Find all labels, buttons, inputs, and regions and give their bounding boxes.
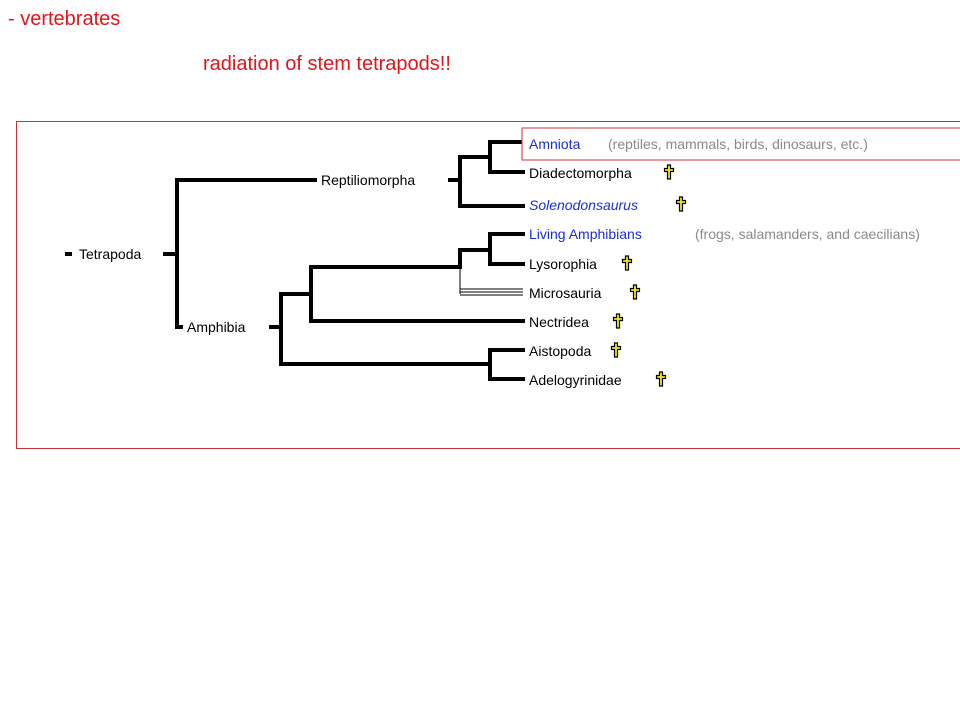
cladogram-figure: Tetrapoda Reptiliomorpha Amphibia Amniot… [16,121,960,449]
dagger-icon [629,284,641,300]
label-living-amphibians: Living Amphibians [529,226,642,242]
reptiliomorpha-connector [448,178,460,182]
slide-heading: - vertebrates [8,8,121,30]
tetrapoda-tick [65,252,72,256]
branch-microsauria [459,267,523,296]
label-lysorophia: Lysorophia [529,256,597,272]
label-aistopoda: Aistopoda [529,343,591,359]
cladogram-branches [175,140,525,381]
dagger-icon [610,342,622,358]
label-solenodonsaurus: Solenodonsaurus [529,197,638,213]
node-ticks [65,178,460,329]
slide-subheading: radiation of stem tetrapods!! [203,53,451,75]
label-nectridea: Nectridea [529,314,589,330]
cladogram-svg: Tetrapoda Reptiliomorpha Amphibia Amniot… [65,127,960,388]
label-adelogyrinidae: Adelogyrinidae [529,372,622,388]
note-living-amphibians: (frogs, salamanders, and caecilians) [695,226,920,242]
amphibia-connector [269,325,281,329]
dagger-icon [621,255,633,271]
note-amniota: (reptiles, mammals, birds, dinosaurs, et… [608,136,868,152]
label-reptiliomorpha: Reptiliomorpha [321,172,415,188]
dagger-icon [655,371,667,387]
dagger-icon [612,313,624,329]
amniota-highlight-box [521,127,960,161]
dagger-icon [675,196,687,212]
dagger-icon [663,164,675,180]
label-microsauria: Microsauria [529,285,602,301]
label-tetrapoda: Tetrapoda [79,246,141,262]
label-amphibia: Amphibia [187,319,246,335]
tetrapoda-connector [163,252,177,256]
label-amniota: Amniota [529,136,581,152]
label-diadectomorpha: Diadectomorpha [529,165,632,181]
